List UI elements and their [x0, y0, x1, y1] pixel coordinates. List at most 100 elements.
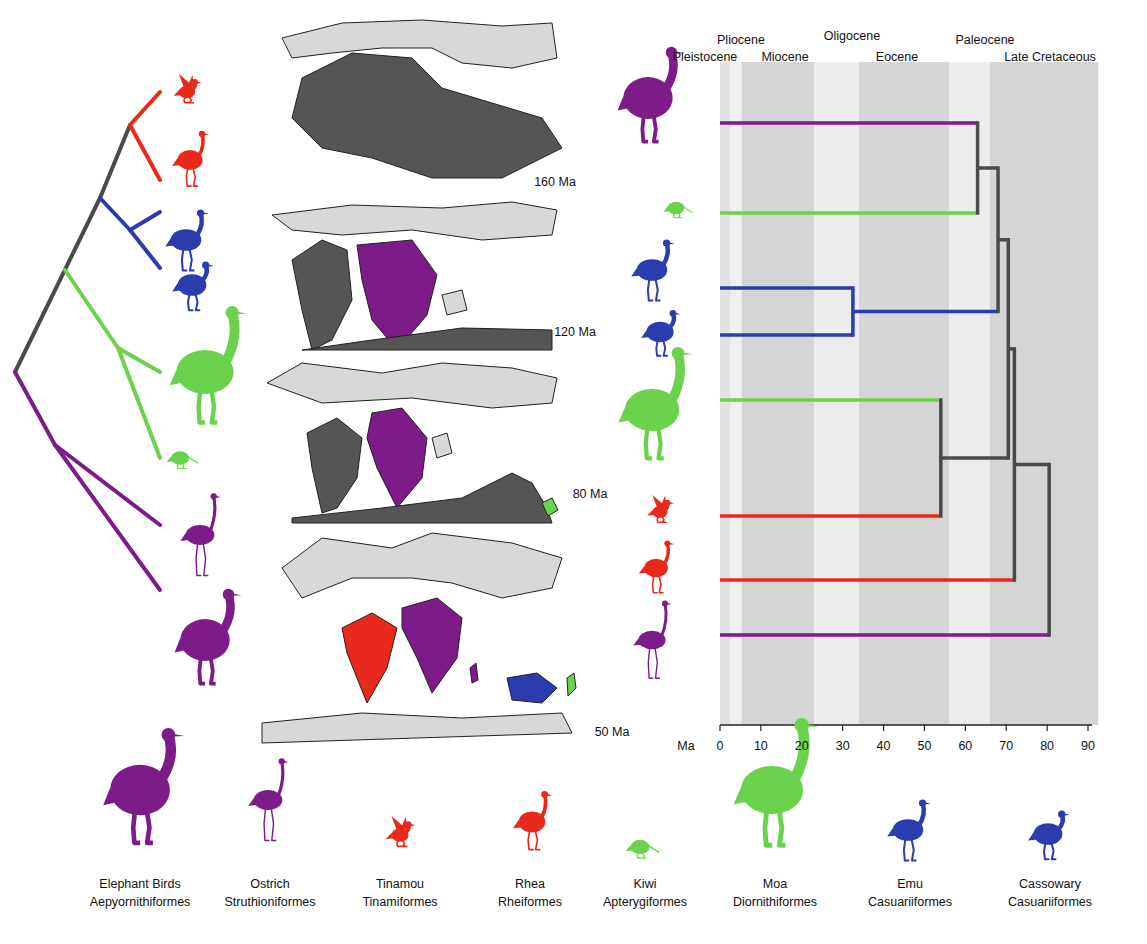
tree-branch: [720, 211, 978, 215]
clade-branch: [15, 198, 100, 372]
epoch-label: Eocene: [876, 51, 918, 64]
common-name: Ostrich: [250, 878, 290, 891]
order-name: Tinamiformes: [362, 896, 437, 909]
axis-tick: 0: [717, 740, 724, 753]
tree-branch: [720, 333, 853, 337]
clade-branch: [130, 230, 160, 268]
time-axis: [720, 725, 1092, 731]
order-name: Apterygiformes: [603, 896, 687, 909]
axis-tick: 80: [1040, 740, 1054, 753]
landmass: [567, 673, 576, 696]
epoch-label: Pliocene: [717, 34, 765, 47]
bird-silhouette: [172, 131, 209, 186]
bird-silhouette: [647, 495, 674, 522]
bird-silhouette: [248, 758, 289, 840]
common-name: Tinamou: [376, 878, 424, 891]
cladogram: [15, 92, 160, 590]
epoch-band: [814, 62, 859, 725]
axis-unit: Ma: [677, 740, 694, 753]
order-name: Aepyornithiformes: [90, 896, 191, 909]
map-age: 50 Ma: [595, 726, 630, 739]
landmass: [367, 408, 427, 508]
clade-branch: [100, 125, 130, 198]
common-name: Kiwi: [634, 878, 657, 891]
landmass: [542, 498, 558, 516]
bird-silhouette: [172, 262, 214, 311]
epoch-band: [731, 62, 742, 725]
bird-silhouette: [170, 306, 248, 423]
bird-silhouette: [887, 799, 931, 860]
map-age: 120 Ma: [554, 326, 596, 339]
axis-tick: 20: [795, 740, 809, 753]
landmass: [342, 613, 397, 703]
bird-silhouette: [103, 728, 184, 843]
epoch-label: Pleistocene: [673, 51, 738, 64]
palaeo-map: [267, 363, 558, 523]
clade-branch: [55, 445, 160, 525]
epoch-band: [949, 62, 990, 725]
order-name: Rheiformes: [498, 896, 562, 909]
axis-tick: 50: [917, 740, 931, 753]
bird-silhouette: [626, 840, 660, 858]
epoch-band: [859, 62, 949, 725]
map-age: 160 Ma: [534, 176, 576, 189]
bird-silhouette: [1028, 811, 1070, 860]
clade-branch: [130, 212, 160, 230]
landmass: [272, 202, 557, 240]
landmass: [292, 473, 552, 523]
tree-branch: [720, 286, 853, 290]
map-age: 80 Ma: [573, 488, 608, 501]
landmass: [282, 533, 562, 598]
dated-tree: [720, 121, 1049, 636]
epoch-band: [742, 62, 814, 725]
clade-branch: [130, 92, 160, 125]
tree-branch: [720, 121, 978, 125]
landmass: [470, 663, 478, 683]
epoch-label: Paleocene: [955, 34, 1014, 47]
bird-silhouette: [633, 600, 671, 678]
bird-silhouette: [174, 74, 202, 103]
tree-branch: [720, 398, 941, 402]
tree-branch: [720, 578, 1014, 582]
landmass: [307, 418, 362, 513]
landmass: [292, 53, 562, 178]
landmass: [507, 673, 557, 703]
tree-branch: [978, 166, 998, 170]
clade-branch: [100, 198, 130, 230]
axis-tick: 90: [1081, 740, 1095, 753]
bird-silhouette: [167, 451, 199, 468]
order-name: Struthioniformes: [224, 896, 315, 909]
epoch-band: [720, 62, 731, 725]
clade-branch: [15, 372, 55, 445]
common-name: Elephant Birds: [99, 878, 180, 891]
axis-tick: 40: [877, 740, 891, 753]
bird-silhouette: [631, 239, 675, 300]
clade-branch: [65, 270, 118, 348]
clade-branch: [55, 445, 160, 590]
epoch-band: [990, 62, 1098, 725]
bird-silhouette: [639, 540, 674, 592]
time-bands: [720, 62, 1098, 725]
axis-tick: 60: [958, 740, 972, 753]
tree-node: [1047, 463, 1051, 637]
palaeo-map: [262, 533, 576, 743]
order-name: Diornithiformes: [733, 896, 817, 909]
palaeo-map: [272, 202, 557, 350]
order-name: Casuariiformes: [868, 896, 952, 909]
epoch-label: Oligocene: [824, 30, 880, 43]
tree-branch: [720, 514, 941, 518]
tree-branch: [720, 633, 1049, 637]
tree-branch: [853, 310, 998, 314]
common-name: Moa: [763, 878, 787, 891]
epoch-label: Late Cretaceous: [1004, 51, 1096, 64]
landmass: [282, 20, 557, 68]
landmass: [302, 328, 552, 350]
epoch-label: Miocene: [761, 51, 808, 64]
clade-branch: [130, 125, 160, 180]
landmass: [292, 240, 352, 350]
bird-silhouette: [513, 791, 552, 849]
common-name: Rhea: [515, 878, 545, 891]
axis-tick: 30: [836, 740, 850, 753]
